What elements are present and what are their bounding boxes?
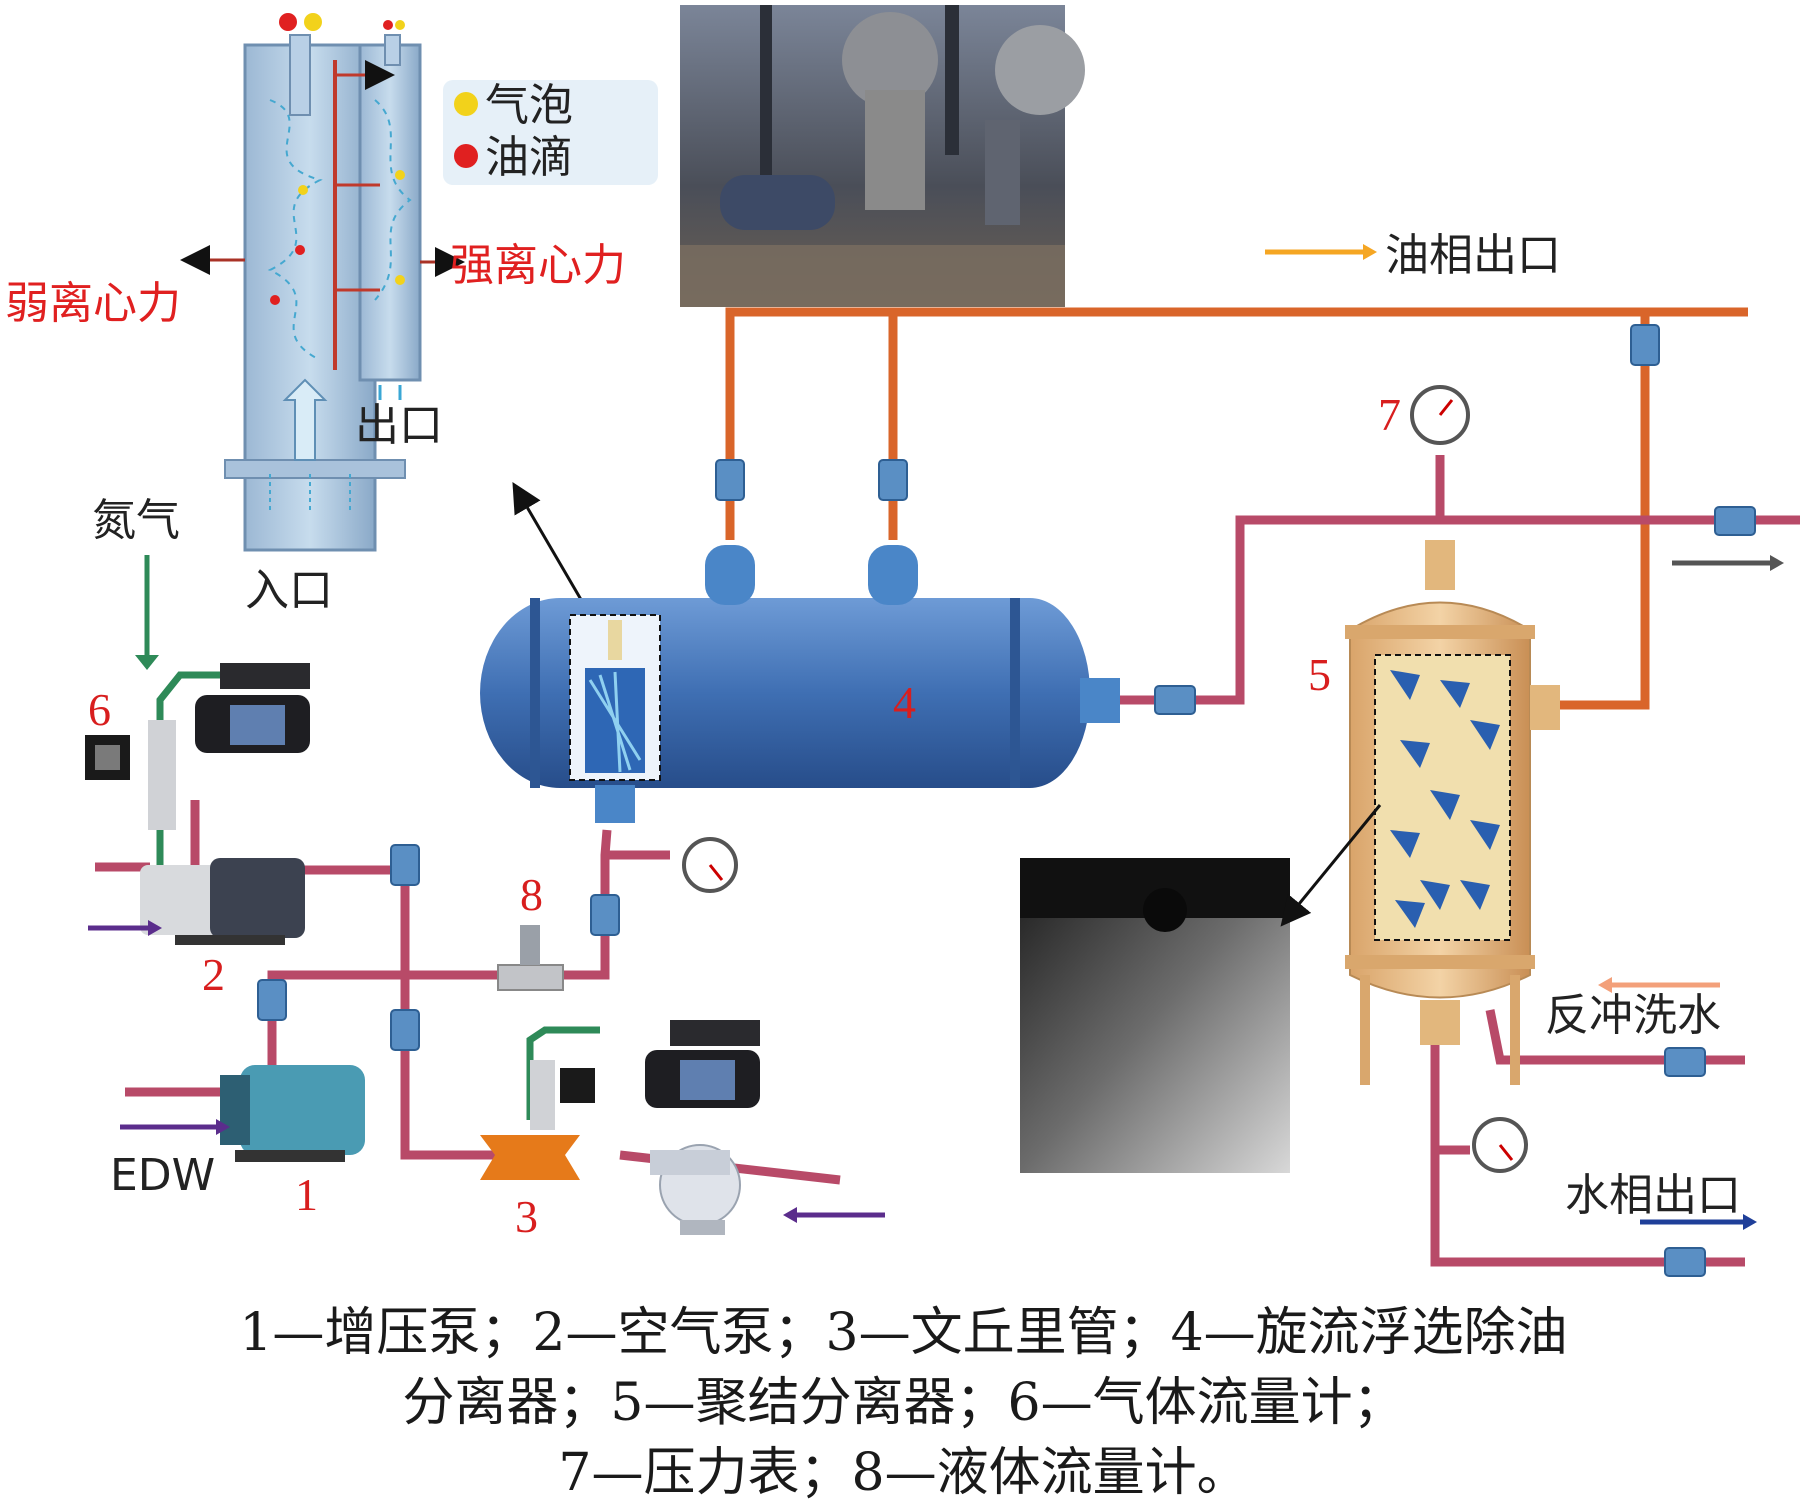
legend-box [443,80,658,185]
number-6: 6 [88,684,111,735]
micrograph [1020,858,1290,1173]
liquid-flow-meter [497,925,564,991]
droplet-label: 油滴 [485,132,573,183]
air-pump-unit [140,858,305,945]
plant-photo [680,5,1085,307]
pressure-gauges [682,385,1528,1173]
inlet-label: 入口 [245,565,333,616]
number-5: 5 [1308,649,1331,700]
booster-pump [220,1065,365,1162]
bubble-label: 气泡 [485,80,573,131]
caption-line-2: 分离器；5—聚结分离器；6—气体流量计； [402,1373,1405,1433]
flow-arrows [88,244,1784,1230]
venturi-tube [480,1135,580,1180]
micro-pointer-arrow [1280,804,1382,927]
circulation-pump [650,1144,741,1235]
number-1: 1 [295,1169,318,1220]
strong-force-label: 强离心力 [450,240,626,291]
air-pump [195,663,760,1108]
hydrocyclone-detail [180,13,465,552]
gas-flow-meter [85,720,595,1130]
caption-line-1: 1—增压泵；2—空气泵；3—文丘里管；4—旋流浮选除油 [239,1303,1568,1363]
backwash-label: 反冲洗水 [1545,990,1721,1041]
number-8: 8 [520,869,543,920]
flotation-separator [480,545,1120,823]
bubble-marker [454,92,478,116]
coalescer-separator [1345,540,1560,1085]
caption-line-3: 7—压力表；8—液体流量计。 [558,1443,1249,1503]
weak-force-label: 弱离心力 [5,278,181,329]
oil-outlet-label: 油相出口 [1385,230,1561,281]
number-4: 4 [893,677,916,728]
edw-label: EDW [110,1150,215,1201]
nitrogen-label: 氮气 [92,495,180,546]
number-7: 7 [1378,389,1401,440]
outlet-label: 出口 [355,400,443,451]
droplet-marker [454,144,478,168]
valves [257,324,1756,1277]
detail-pointer-arrow [512,482,592,616]
water-outlet-label: 水相出口 [1565,1170,1741,1221]
number-3: 3 [515,1191,538,1242]
number-2: 2 [202,949,225,1000]
